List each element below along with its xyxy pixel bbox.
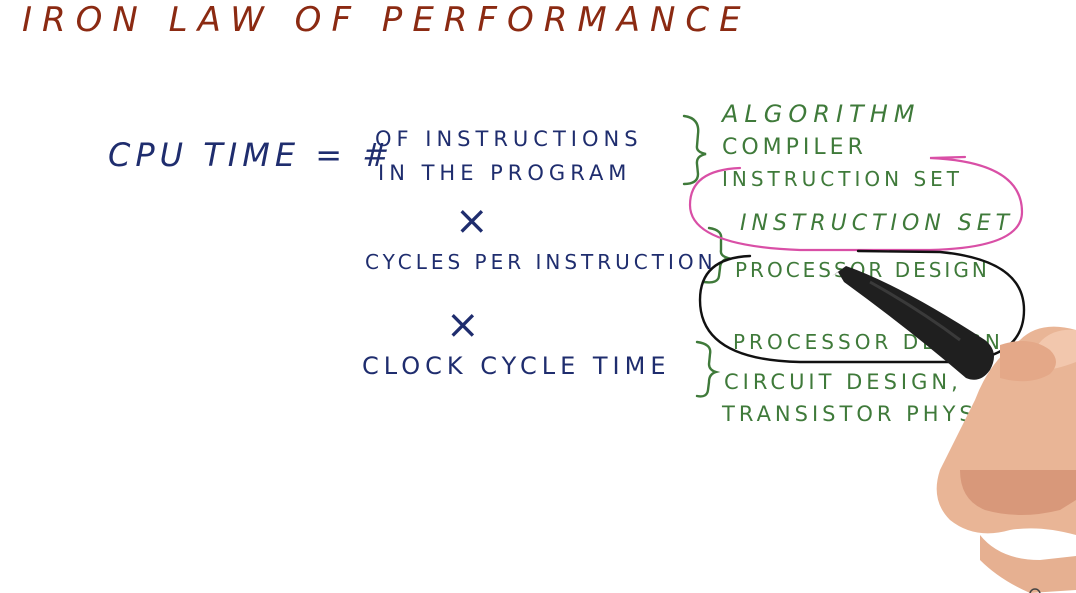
cpu-time-label: CPU TIME = #: [108, 136, 395, 174]
cycles-per-instruction-label: CYCLES PER INSTRUCTION: [365, 250, 717, 274]
corner-mark: [1029, 588, 1041, 593]
pink-circle-instruction-set: [688, 155, 1024, 252]
instruction-count-line1: OF INSTRUCTIONS: [375, 127, 643, 151]
brace-instruction-count: [682, 114, 707, 186]
factor-algorithm: ALGORITHM: [722, 100, 921, 128]
hand-with-marker: [832, 266, 1076, 593]
multiply-sign-2: ×: [446, 302, 480, 348]
multiply-sign-1: ×: [455, 198, 489, 244]
factor-compiler: COMPILER: [722, 135, 867, 160]
brace-cpi: [702, 226, 733, 284]
factor-instruction-set-1: INSTRUCTION SET: [722, 167, 963, 191]
clock-cycle-time-label: CLOCK CYCLE TIME: [362, 352, 671, 380]
factor-circuit-design: CIRCUIT DESIGN,: [724, 370, 962, 394]
factor-instruction-set-2: INSTRUCTION SET: [740, 211, 1015, 236]
brace-clock-cycle: [695, 340, 721, 398]
page-title: IRON LAW OF PERFORMANCE: [22, 0, 751, 40]
instruction-count-line2: IN THE PROGRAM: [378, 161, 632, 185]
